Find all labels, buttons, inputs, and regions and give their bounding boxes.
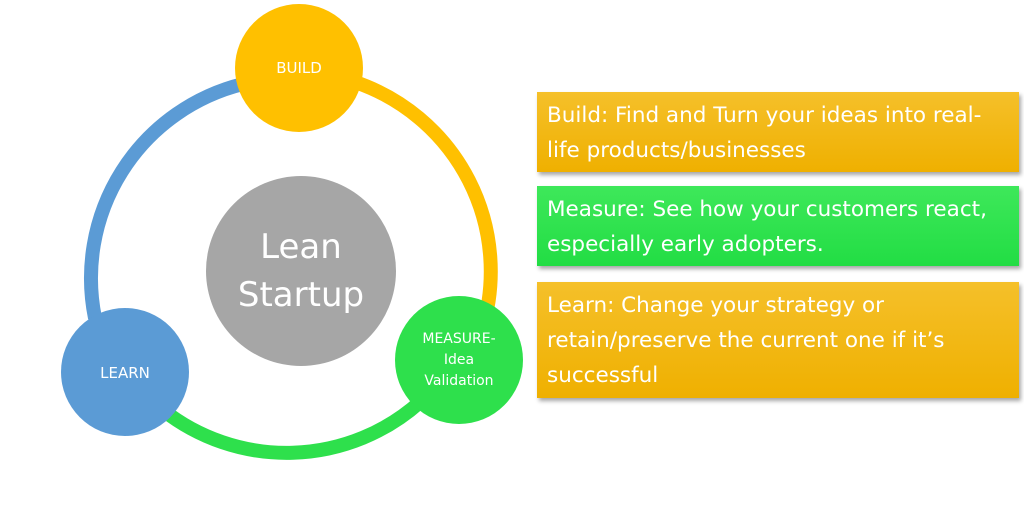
build-node-label: BUILD <box>276 59 322 77</box>
build-description-box: Build: Find and Turn your ideas into rea… <box>537 92 1019 172</box>
arc-build-to-measure <box>352 75 498 333</box>
measure-node-label-line3: Validation <box>424 373 493 389</box>
measure-node-label-line1: MEASURE- <box>422 331 495 347</box>
measure-node-label-line2: Idea <box>444 352 474 368</box>
learn-description-text: Learn: Change your strategy or retain/pr… <box>547 293 945 388</box>
arc-learn-to-build <box>84 77 245 320</box>
arc-measure-to-learn <box>158 396 425 460</box>
measure-description-text: Measure: See how your customers react, e… <box>547 197 987 257</box>
build-description-text: Build: Find and Turn your ideas into rea… <box>547 103 982 163</box>
lean-startup-cycle-diagram: Lean Startup BUILD MEASURE- Idea Validat… <box>61 4 523 460</box>
build-node <box>235 4 363 132</box>
center-label-line1: Lean <box>260 227 342 267</box>
learn-node <box>61 308 189 436</box>
measure-description-box: Measure: See how your customers react, e… <box>537 186 1019 266</box>
learn-description-box: Learn: Change your strategy or retain/pr… <box>537 282 1019 398</box>
center-label-line2: Startup <box>238 275 364 315</box>
center-circle <box>206 176 396 366</box>
learn-node-label: LEARN <box>100 364 150 382</box>
measure-node <box>395 296 523 424</box>
